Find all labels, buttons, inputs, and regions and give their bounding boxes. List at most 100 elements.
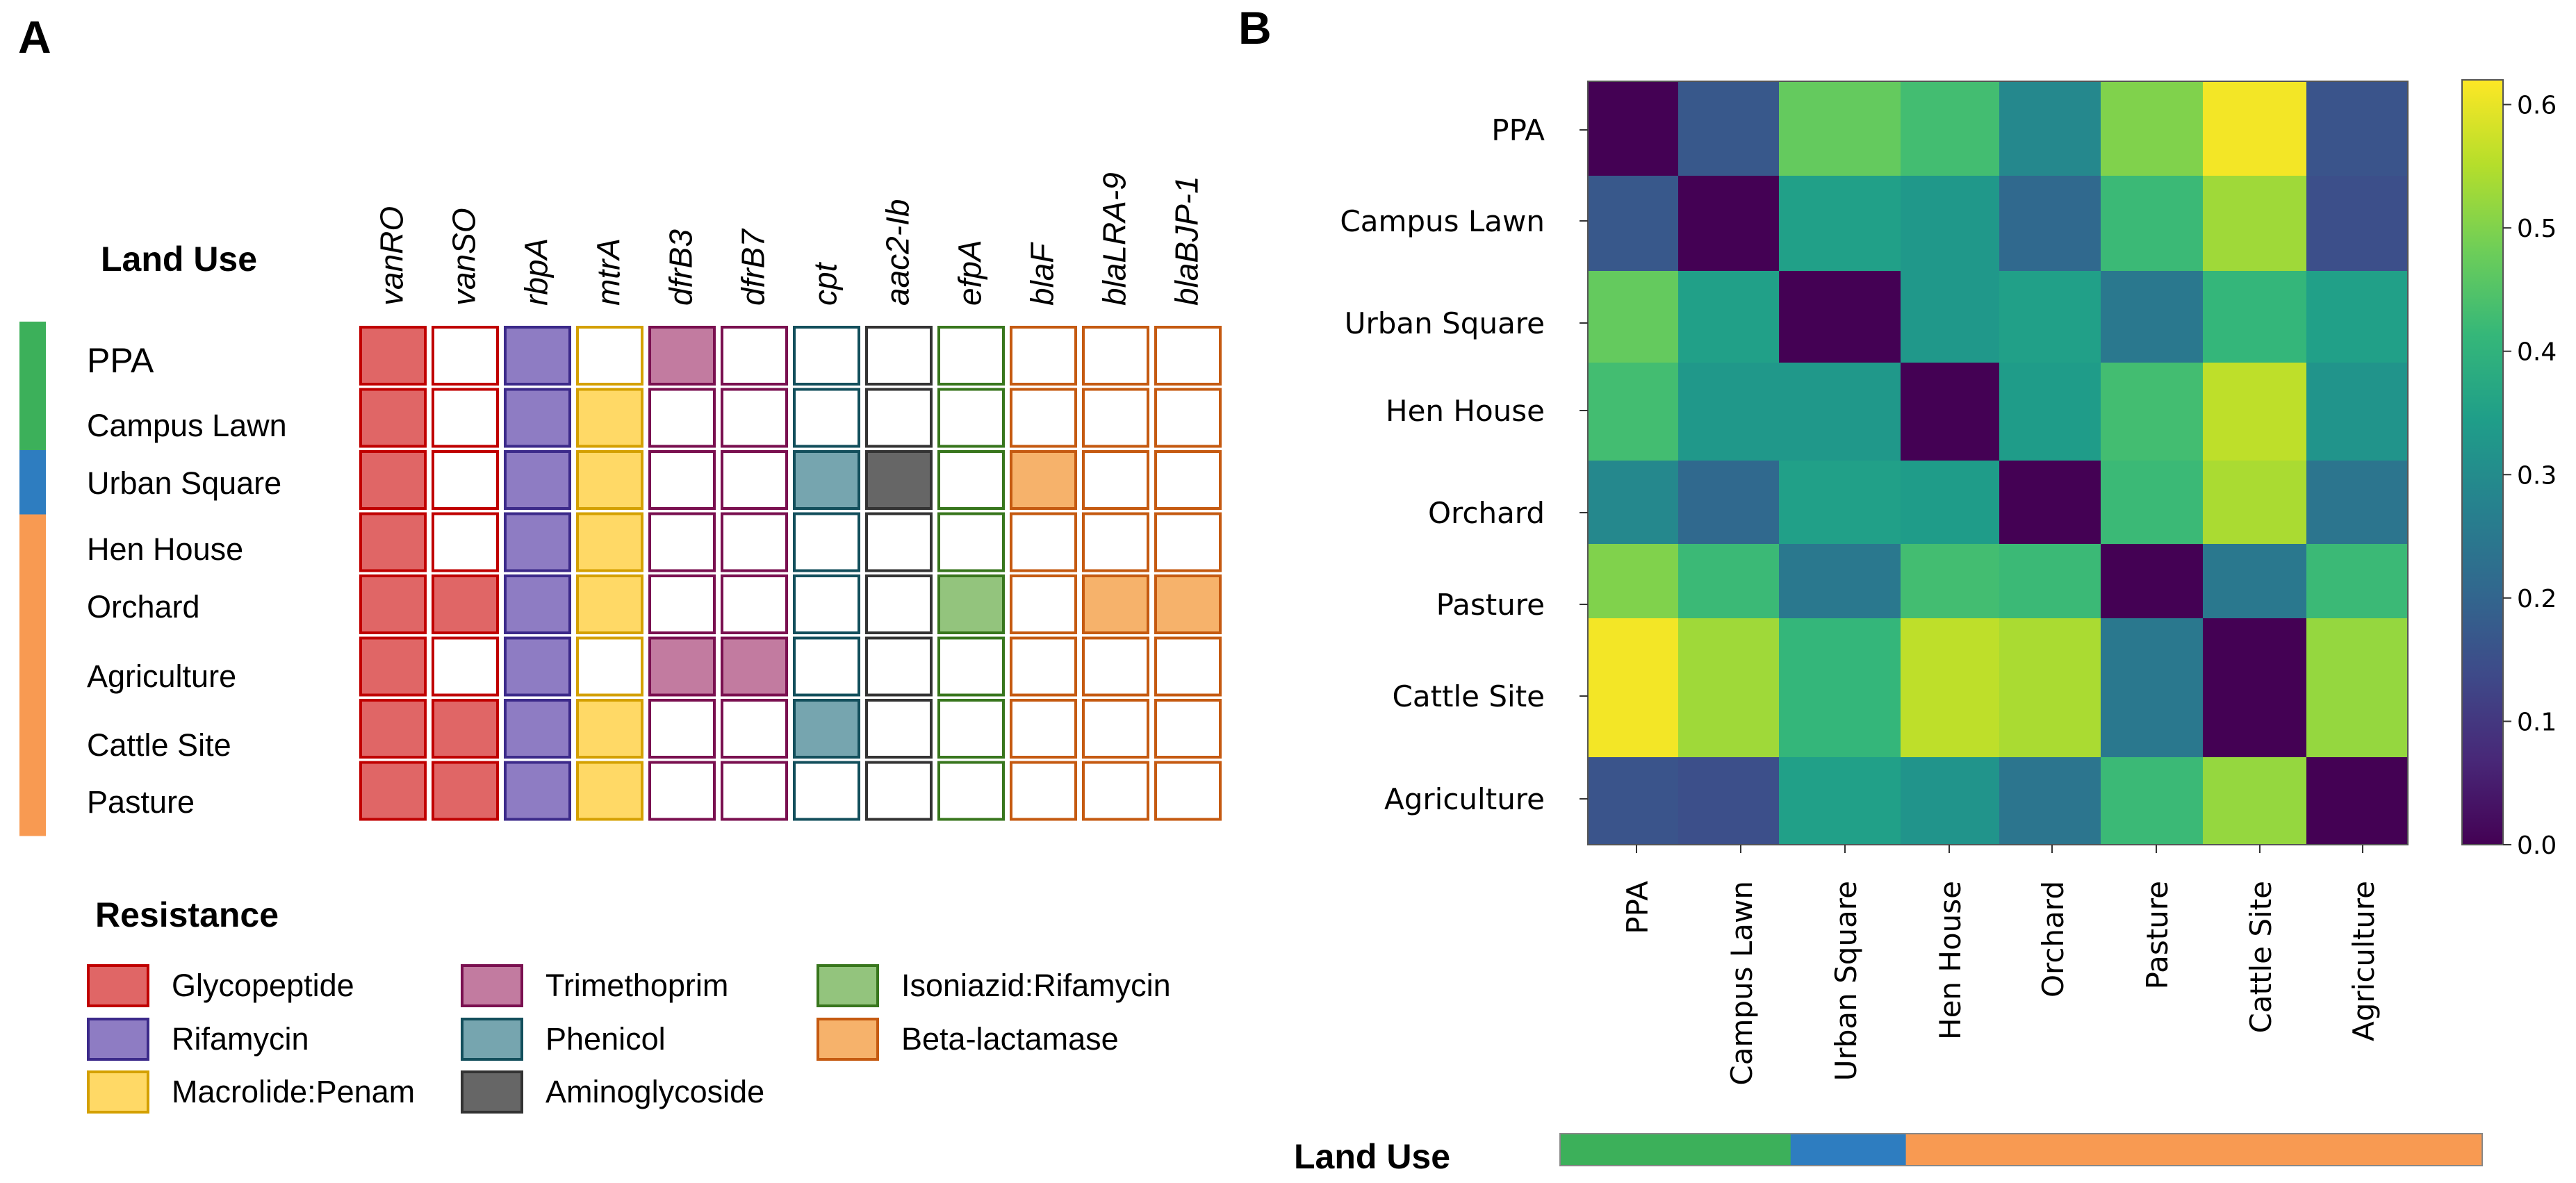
heatmap-cell bbox=[2101, 363, 2204, 461]
presence-cell bbox=[1154, 636, 1222, 697]
presence-cell bbox=[1082, 388, 1149, 448]
col-label: PPA bbox=[1621, 881, 1655, 934]
presence-cell bbox=[865, 512, 933, 572]
legend-label: Aminoglycoside bbox=[545, 1074, 764, 1109]
heatmap-cell bbox=[1588, 544, 1679, 619]
heatmap-cell bbox=[1678, 81, 1780, 176]
presence-cell bbox=[1082, 512, 1149, 572]
heatmap-cell bbox=[1779, 461, 1901, 545]
presence-cell bbox=[793, 574, 860, 634]
site-label: Pasture bbox=[87, 784, 195, 820]
presence-cell bbox=[865, 761, 933, 821]
row-label: Pasture bbox=[1436, 588, 1545, 622]
heatmap-cell bbox=[2101, 757, 2204, 845]
presence-cell bbox=[1010, 761, 1077, 821]
col-label: Agriculture bbox=[2347, 881, 2381, 1041]
colorbar-tick-label: 0.1 bbox=[2517, 708, 2557, 736]
gene-label: dfrB3 bbox=[663, 229, 699, 306]
heatmap-cell bbox=[1779, 618, 1901, 758]
presence-cell bbox=[576, 450, 643, 510]
resistance-legend: GlycopeptideRifamycinMacrolide:PenamTrim… bbox=[87, 964, 1171, 1114]
row-label: Agriculture bbox=[1384, 782, 1545, 816]
presence-cell bbox=[648, 450, 716, 510]
presence-cell bbox=[432, 574, 499, 634]
presence-cell bbox=[1010, 388, 1077, 448]
presence-cell bbox=[865, 574, 933, 634]
presence-cell bbox=[504, 699, 571, 759]
presence-cell bbox=[1082, 761, 1149, 821]
presence-cell bbox=[576, 761, 643, 821]
heatmap-cell bbox=[2306, 81, 2409, 176]
site-label: Orchard bbox=[87, 589, 200, 624]
presence-cell bbox=[359, 699, 427, 759]
heatmap-cell bbox=[1678, 757, 1780, 845]
presence-cell bbox=[1010, 699, 1077, 759]
presence-cell bbox=[793, 326, 860, 386]
presence-cell bbox=[937, 699, 1005, 759]
land-use-segment bbox=[19, 322, 46, 386]
presence-cell bbox=[721, 761, 788, 821]
presence-cell bbox=[793, 699, 860, 759]
presence-cell bbox=[937, 574, 1005, 634]
presence-cell bbox=[937, 512, 1005, 572]
presence-cell bbox=[432, 512, 499, 572]
heatmap-cell bbox=[1901, 461, 2000, 545]
legend-swatch bbox=[817, 964, 879, 1007]
heatmap-cell bbox=[2306, 618, 2409, 758]
presence-cell bbox=[793, 512, 860, 572]
heatmap-cell bbox=[1779, 363, 1901, 461]
heatmap-cell bbox=[1678, 363, 1780, 461]
site-label: Hen House bbox=[87, 531, 243, 567]
heatmap-cell bbox=[1901, 618, 2000, 758]
presence-cell bbox=[648, 574, 716, 634]
land-use-segment bbox=[19, 514, 46, 579]
row-label: Orchard bbox=[1428, 496, 1545, 530]
heatmap-cell bbox=[2203, 757, 2307, 845]
heatmap-cell bbox=[1901, 363, 2000, 461]
land-use-segment bbox=[19, 707, 46, 772]
col-label: Campus Lawn bbox=[1725, 881, 1759, 1086]
heatmap-cell bbox=[1901, 176, 2000, 272]
col-label: Cattle Site bbox=[2244, 881, 2278, 1034]
presence-cell bbox=[721, 450, 788, 510]
heatmap-cell bbox=[1678, 544, 1780, 619]
heatmap-cell bbox=[2203, 176, 2307, 272]
heatmap-cell bbox=[1588, 271, 1679, 363]
col-label: Orchard bbox=[2036, 881, 2070, 998]
col-label: Pasture bbox=[2140, 881, 2174, 989]
site-label: Agriculture bbox=[87, 659, 236, 694]
colorbar-tick-label: 0.6 bbox=[2517, 92, 2557, 120]
site-label: Urban Square bbox=[87, 465, 281, 501]
gene-label: cpt bbox=[807, 261, 844, 306]
heatmap-cell bbox=[1779, 176, 1901, 272]
row-label: Campus Lawn bbox=[1340, 204, 1545, 238]
presence-cell bbox=[1010, 512, 1077, 572]
presence-cell bbox=[359, 326, 427, 386]
heatmap-cell bbox=[1588, 363, 1679, 461]
presence-cell bbox=[648, 388, 716, 448]
presence-cell bbox=[1154, 574, 1222, 634]
presence-cell bbox=[504, 761, 571, 821]
col-label: Hen House bbox=[1933, 881, 1967, 1040]
land-use-segment bbox=[19, 579, 46, 643]
presence-cell bbox=[1154, 761, 1222, 821]
presence-cell bbox=[865, 326, 933, 386]
heatmap-frame bbox=[1587, 81, 2409, 845]
presence-cell bbox=[648, 699, 716, 759]
presence-cell bbox=[648, 636, 716, 697]
presence-cell bbox=[1082, 574, 1149, 634]
colorbar-tick-label: 0.2 bbox=[2517, 585, 2557, 613]
heatmap-cell bbox=[2306, 363, 2409, 461]
presence-cell bbox=[504, 450, 571, 510]
site-label: Campus Lawn bbox=[87, 408, 287, 443]
heatmap-cell bbox=[1588, 176, 1679, 272]
legend-label: Trimethoprim bbox=[545, 968, 728, 1003]
presence-cell bbox=[359, 636, 427, 697]
land-use-bar-segment bbox=[1790, 1134, 1907, 1166]
heatmap-cell bbox=[1999, 757, 2101, 845]
presence-cell bbox=[1010, 636, 1077, 697]
